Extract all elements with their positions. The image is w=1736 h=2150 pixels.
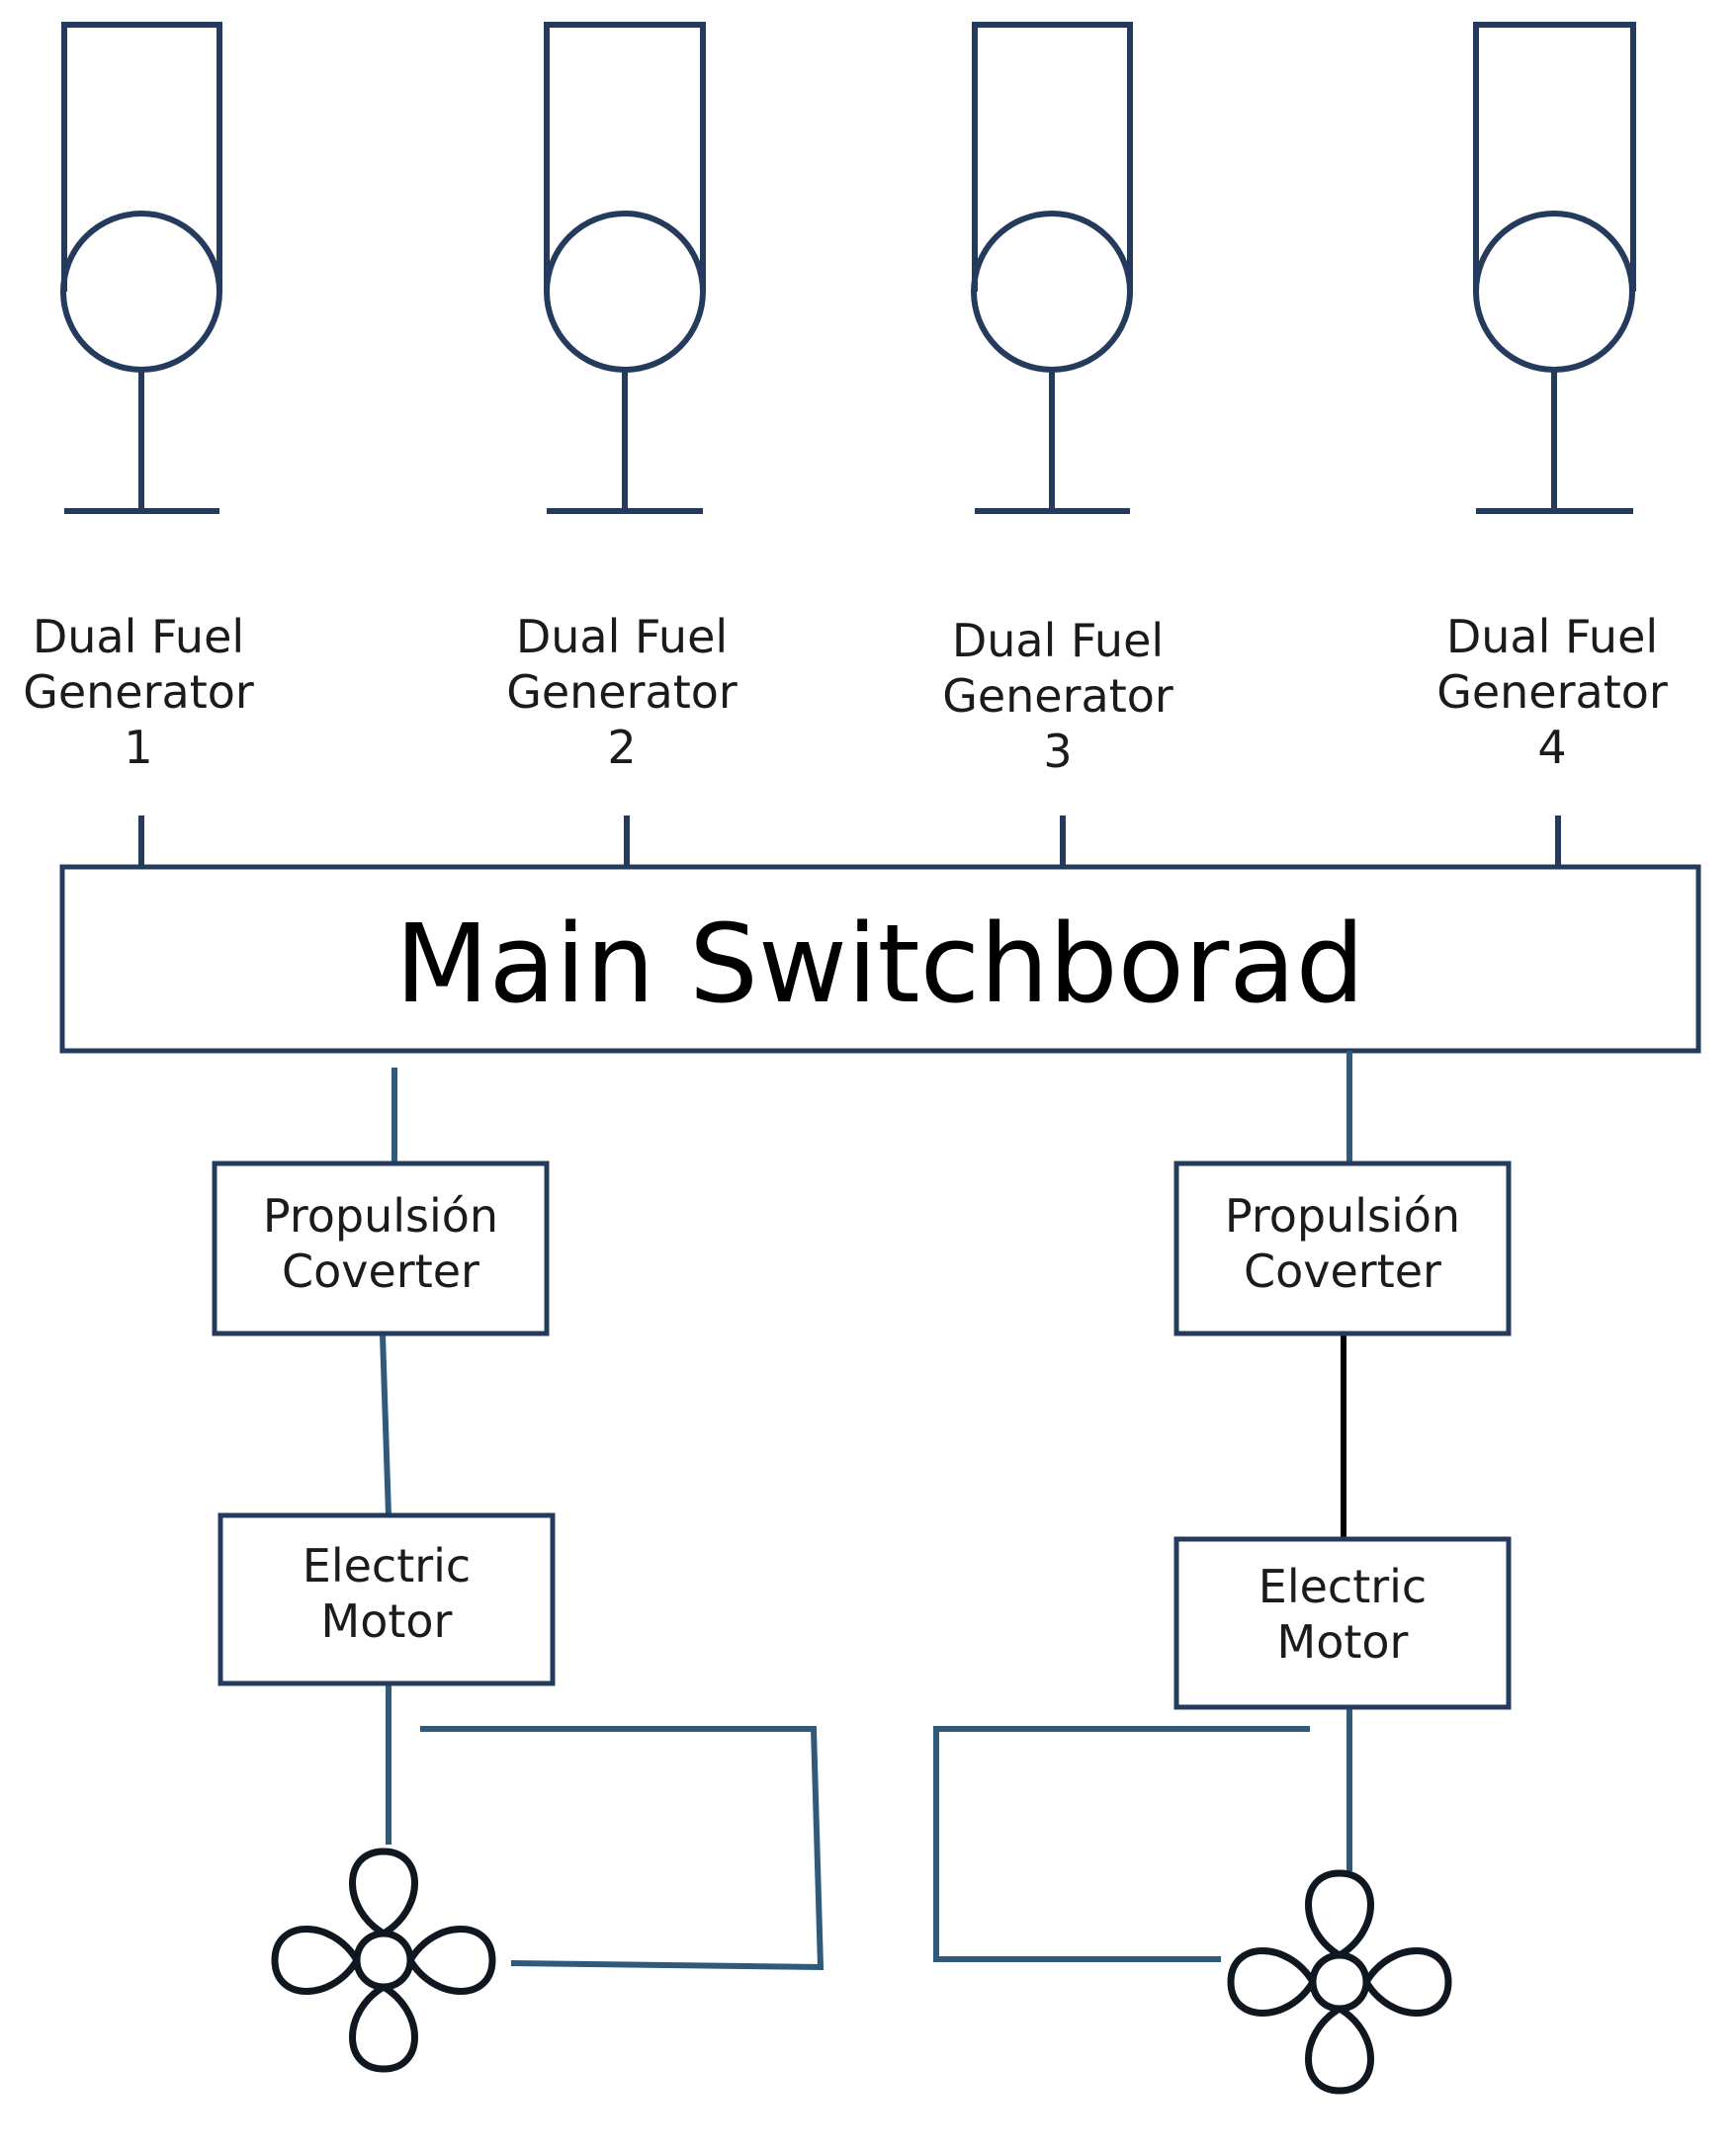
starboard-converter-box xyxy=(1173,1161,1512,1336)
port-motor-box xyxy=(217,1512,556,1686)
propeller-icon xyxy=(271,1848,496,2073)
starboard-motor-box xyxy=(1173,1536,1512,1710)
propeller-blade xyxy=(349,1982,418,2073)
propeller-blade xyxy=(1305,2004,1374,2095)
generator-symbol-icon xyxy=(60,22,222,514)
generator-leads xyxy=(138,816,1561,867)
propeller-blade xyxy=(1227,1947,1318,2017)
generator-symbol-icon xyxy=(544,22,706,514)
generator-symbol-icon xyxy=(971,22,1133,514)
generator-symbol-icon xyxy=(1473,22,1636,514)
propeller-blade xyxy=(1305,1869,1374,1960)
propeller-blade xyxy=(1361,1947,1452,2017)
propeller-blade xyxy=(405,1926,496,1995)
propeller-icon xyxy=(1227,1869,1452,2095)
main-switchboard-label: Main Switchborad xyxy=(394,901,1365,1027)
main-switchboard-box xyxy=(59,864,1701,1054)
propeller-blade xyxy=(349,1848,418,1938)
port-converter-box xyxy=(212,1161,550,1336)
port-branch-wiring xyxy=(380,1068,825,1971)
propeller-blade xyxy=(271,1926,362,1995)
propeller-hub xyxy=(1309,1951,1370,2013)
starboard-branch-wiring xyxy=(933,1051,1352,1962)
propeller-hub xyxy=(353,1930,414,1991)
